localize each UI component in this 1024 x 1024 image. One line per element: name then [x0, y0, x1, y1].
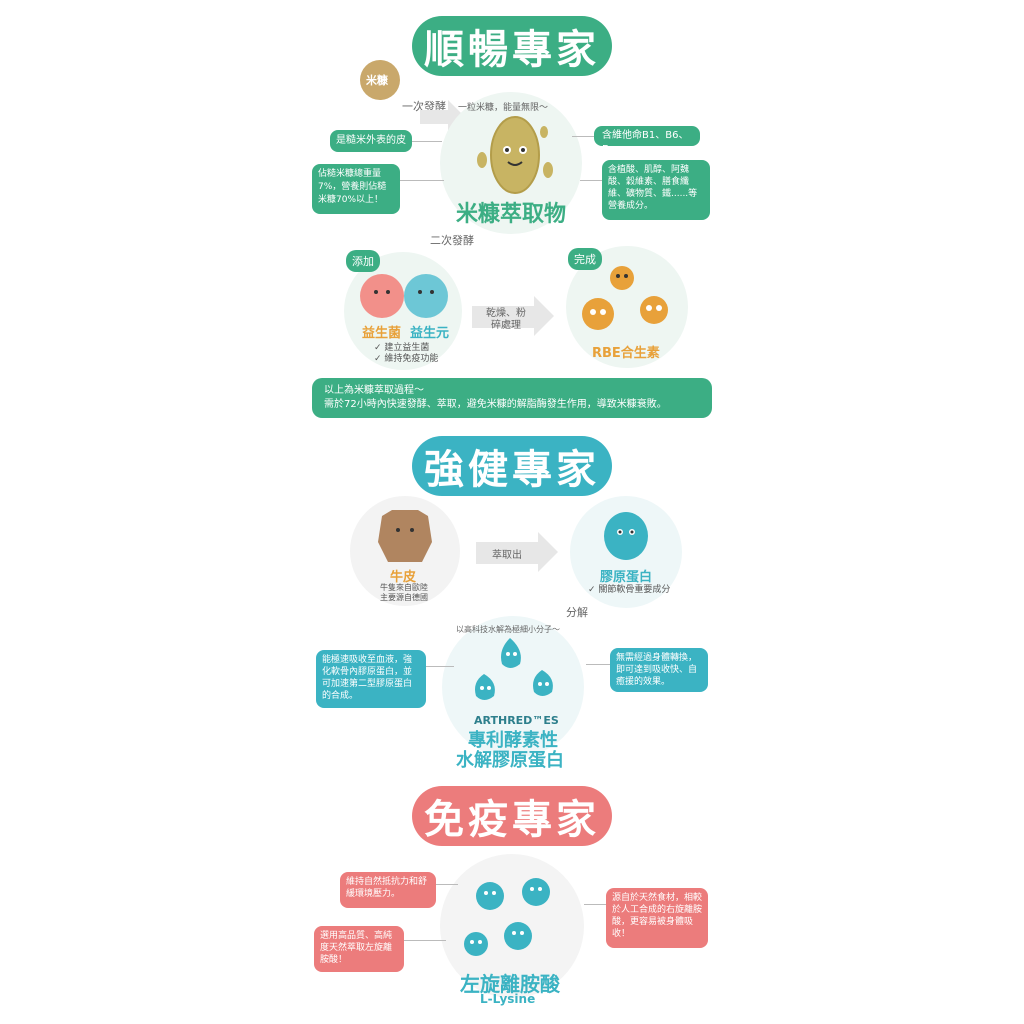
connector-line [580, 180, 602, 181]
collagen-note-label: 關節軟骨重要成分 [598, 585, 671, 595]
connector-line [572, 136, 594, 137]
section2-title: 強健專家 [412, 436, 612, 496]
connector-line [584, 904, 606, 905]
lysine-molecules-icon [464, 878, 550, 956]
section3-title: 免疫專家 [412, 786, 612, 846]
lysine-en-label: L-Lysine [480, 992, 536, 1006]
cowhide-note2: 主要源自德國 [380, 593, 428, 602]
done-tag: 完成 [568, 248, 602, 270]
check-item: ✓ 維持免疫功能 [374, 354, 439, 364]
collagen-molecules-icon [475, 638, 553, 700]
connector-line [426, 666, 454, 667]
cowhide-label: 牛皮 [390, 570, 417, 585]
prebiotic-label: 益生元 [410, 326, 450, 341]
vitamin-box: 含維他命B1、B6、E [594, 126, 700, 155]
arc-text: 以高科技水解為極細小分子～ [456, 625, 560, 634]
no-conversion-box: 無需經過身體轉換，即可達到吸收快、自癒援的效果。 [610, 648, 708, 692]
collagen-icon [604, 512, 648, 560]
collagen-note: ✓ 關節軟骨重要成分 [588, 585, 671, 595]
check-item-label: 建立益生菌 [384, 343, 430, 353]
connector-line [586, 664, 610, 665]
nutrients-box: 含植酸、肌醇、阿魏酸、穀維素、膳食纖維、礦物質、鐵......等營養成分。 [602, 160, 710, 220]
brand-label: ARTHRED™ES [474, 714, 559, 727]
rbe-particles-icon [582, 266, 668, 330]
rice-grain-icon [477, 116, 553, 194]
extract-arrow [476, 532, 558, 572]
connector-line [404, 940, 446, 941]
connector-line [412, 141, 442, 142]
bran-skin-box: 是糙米外表的皮 [330, 130, 412, 152]
check-item-label: 維持免疫功能 [384, 354, 439, 364]
quality-box: 選用高品質、高純度天然萃取左旋離胺酸！ [314, 926, 404, 972]
bran-weight-box: 佔糙米糠總重量7%，營養則佔糙米糠70%以上！ [312, 164, 400, 214]
add-tag: 添加 [346, 250, 380, 272]
summary-line2: 需於72小時內快速發酵、萃取，避免米糠的解脂酶發生作用，導致米糠衰敗。 [324, 399, 667, 410]
lysine-label: 左旋離胺酸 [460, 972, 560, 996]
arrow-to-extract [420, 100, 468, 140]
rice-bran-extract-label: 米糠萃取物 [456, 202, 567, 227]
summary-line1: 以上為米糠萃取過程～ [324, 385, 424, 396]
process-arrow [472, 296, 554, 336]
summary-box: 以上為米糠萃取過程～ 需於72小時內快速發酵、萃取，避免米糠的解脂酶發生作用，導… [312, 378, 712, 418]
absorption-box: 能極速吸收至血液，強化軟骨內膠原蛋白，並可加速第二型膠原蛋白的合成。 [316, 650, 426, 708]
connector-line [436, 884, 458, 885]
rbe-label: RBE合生素 [592, 346, 660, 361]
split-label: 分解 [566, 606, 588, 619]
probiotic-icons [360, 274, 448, 318]
check-item: ✓ 建立益生菌 [374, 343, 430, 353]
cowhide-note1: 牛隻來自歐陸 [380, 583, 428, 592]
collagen-label: 膠原蛋白 [600, 570, 653, 585]
immunity-box: 維持自然抵抗力和舒緩環境壓力。 [340, 872, 436, 908]
natural-source-box: 源自於天然食材，相較於人工合成的右旋離胺酸，更容易被身體吸收！ [606, 888, 708, 948]
process-label: 乾燥、粉碎處理 [486, 308, 526, 331]
arc-text: 一粒米糠，能量無限～ [458, 103, 549, 113]
second-fermentation-label: 二次發酵 [430, 234, 474, 247]
hydrolyzed-circle [442, 616, 584, 758]
probiotic-label: 益生菌 [362, 326, 402, 341]
rice-bran-badge [360, 60, 400, 100]
connector-line [400, 180, 444, 181]
cowhide-icon [378, 510, 432, 562]
product-line1: 專利酵素性 [468, 730, 558, 751]
first-fermentation-label: 一次發酵 [402, 100, 446, 113]
rice-bran-badge-label: 米糠 [366, 74, 388, 87]
section1-title: 順暢專家 [412, 16, 612, 76]
product-line2: 水解膠原蛋白 [456, 750, 564, 771]
extract-label: 萃取出 [492, 550, 522, 561]
